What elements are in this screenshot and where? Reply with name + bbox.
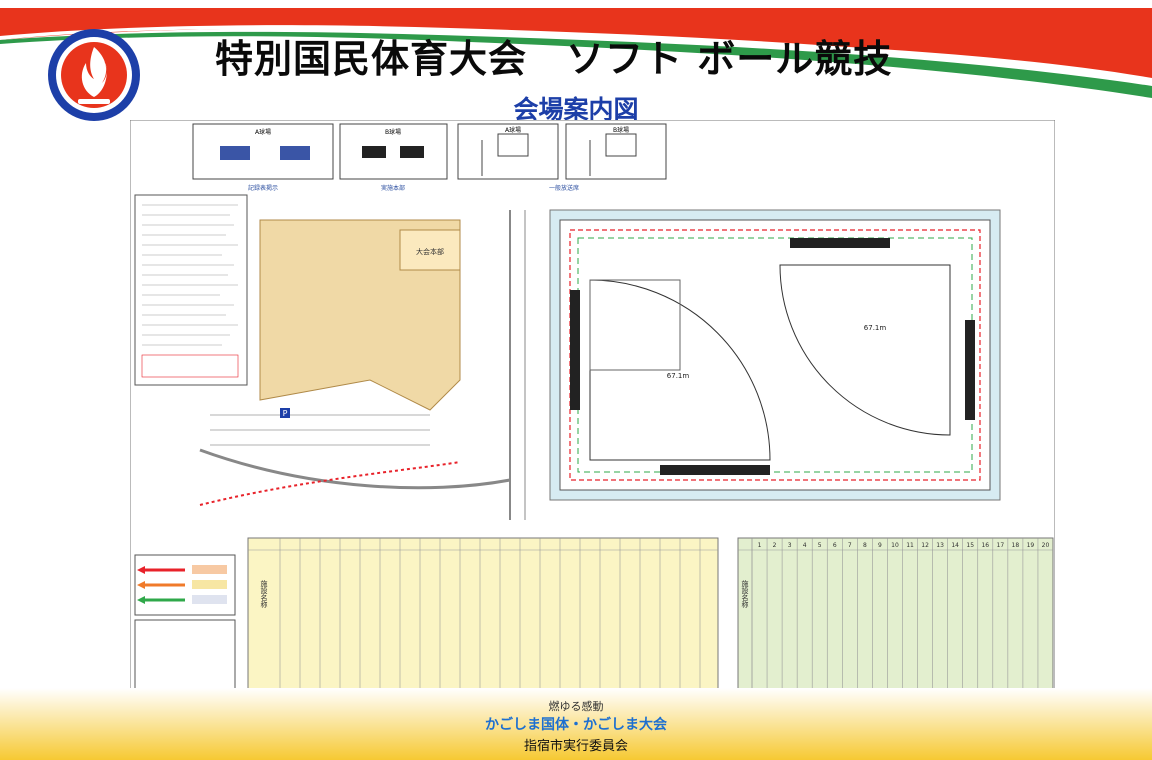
booth-label: A球場: [255, 128, 271, 136]
table-column-number: 6: [833, 542, 837, 549]
field-a-distance: 67.1m: [667, 372, 690, 380]
footer-committee: 指宿市実行委員会: [523, 739, 628, 754]
booth-label: B球場: [613, 126, 629, 134]
table-column-number: 18: [1012, 542, 1020, 549]
booth-label: A球場: [505, 126, 521, 134]
table-column-number: 9: [878, 542, 882, 549]
table-column-number: 11: [906, 542, 914, 549]
table-column-number: 7: [848, 542, 852, 549]
booth-label: B球場: [385, 128, 401, 136]
footer-tagline: 燃ゆる感動: [548, 700, 604, 713]
tent-label: 大会本部: [416, 247, 444, 256]
table-column-number: 4: [803, 542, 807, 549]
table-column-number: 14: [951, 542, 959, 549]
arrow-red-icon: [137, 565, 227, 574]
table-column-number: 8: [863, 542, 867, 549]
table-column-number: 17: [997, 542, 1005, 549]
table-column-number: 2: [773, 542, 777, 549]
table-column-number: 3: [788, 542, 792, 549]
footer-banner: [0, 688, 1152, 760]
flame-logo-icon: [48, 29, 140, 121]
footer-event: かごしま国体・かごしま大会: [485, 717, 667, 733]
table-column-number: 20: [1042, 542, 1050, 549]
table-column-number: 13: [936, 542, 944, 549]
venue-map: A球場 記録表掲示 B球場 実施本部 A球場 B球場 一般放送席: [130, 120, 1055, 695]
table-column-number: 10: [891, 542, 899, 549]
table-column-number: 15: [966, 542, 974, 549]
page-title: 特別国民体育大会 ソフト ボール競技: [215, 37, 893, 81]
table-row-label: 施設名称: [741, 579, 749, 609]
booth-caption: 記録表掲示: [248, 184, 278, 192]
parking-label: P: [283, 409, 288, 418]
table-column-number: 1: [758, 542, 762, 549]
table-column-number: 19: [1027, 542, 1035, 549]
header-banner: [0, 0, 1152, 98]
parking-icon: [280, 408, 290, 418]
parking-lot: [210, 414, 430, 446]
table-column-number: 16: [981, 542, 989, 549]
field-b-distance: 67.1m: [864, 324, 887, 332]
page-subtitle: 会場案内図: [513, 95, 639, 124]
arrow-orange-icon: [137, 580, 227, 589]
booth-caption: 一般放送席: [549, 184, 579, 192]
booth-caption: 実施本部: [381, 184, 405, 192]
booth-row: A球場 記録表掲示 B球場 実施本部 A球場 B球場 一般放送席: [192, 123, 667, 192]
arrow-green-icon: [137, 595, 227, 604]
table-column-number: 12: [921, 542, 929, 549]
table-column-number: 5: [818, 542, 822, 549]
table-row-label: 施設名称: [260, 579, 268, 609]
